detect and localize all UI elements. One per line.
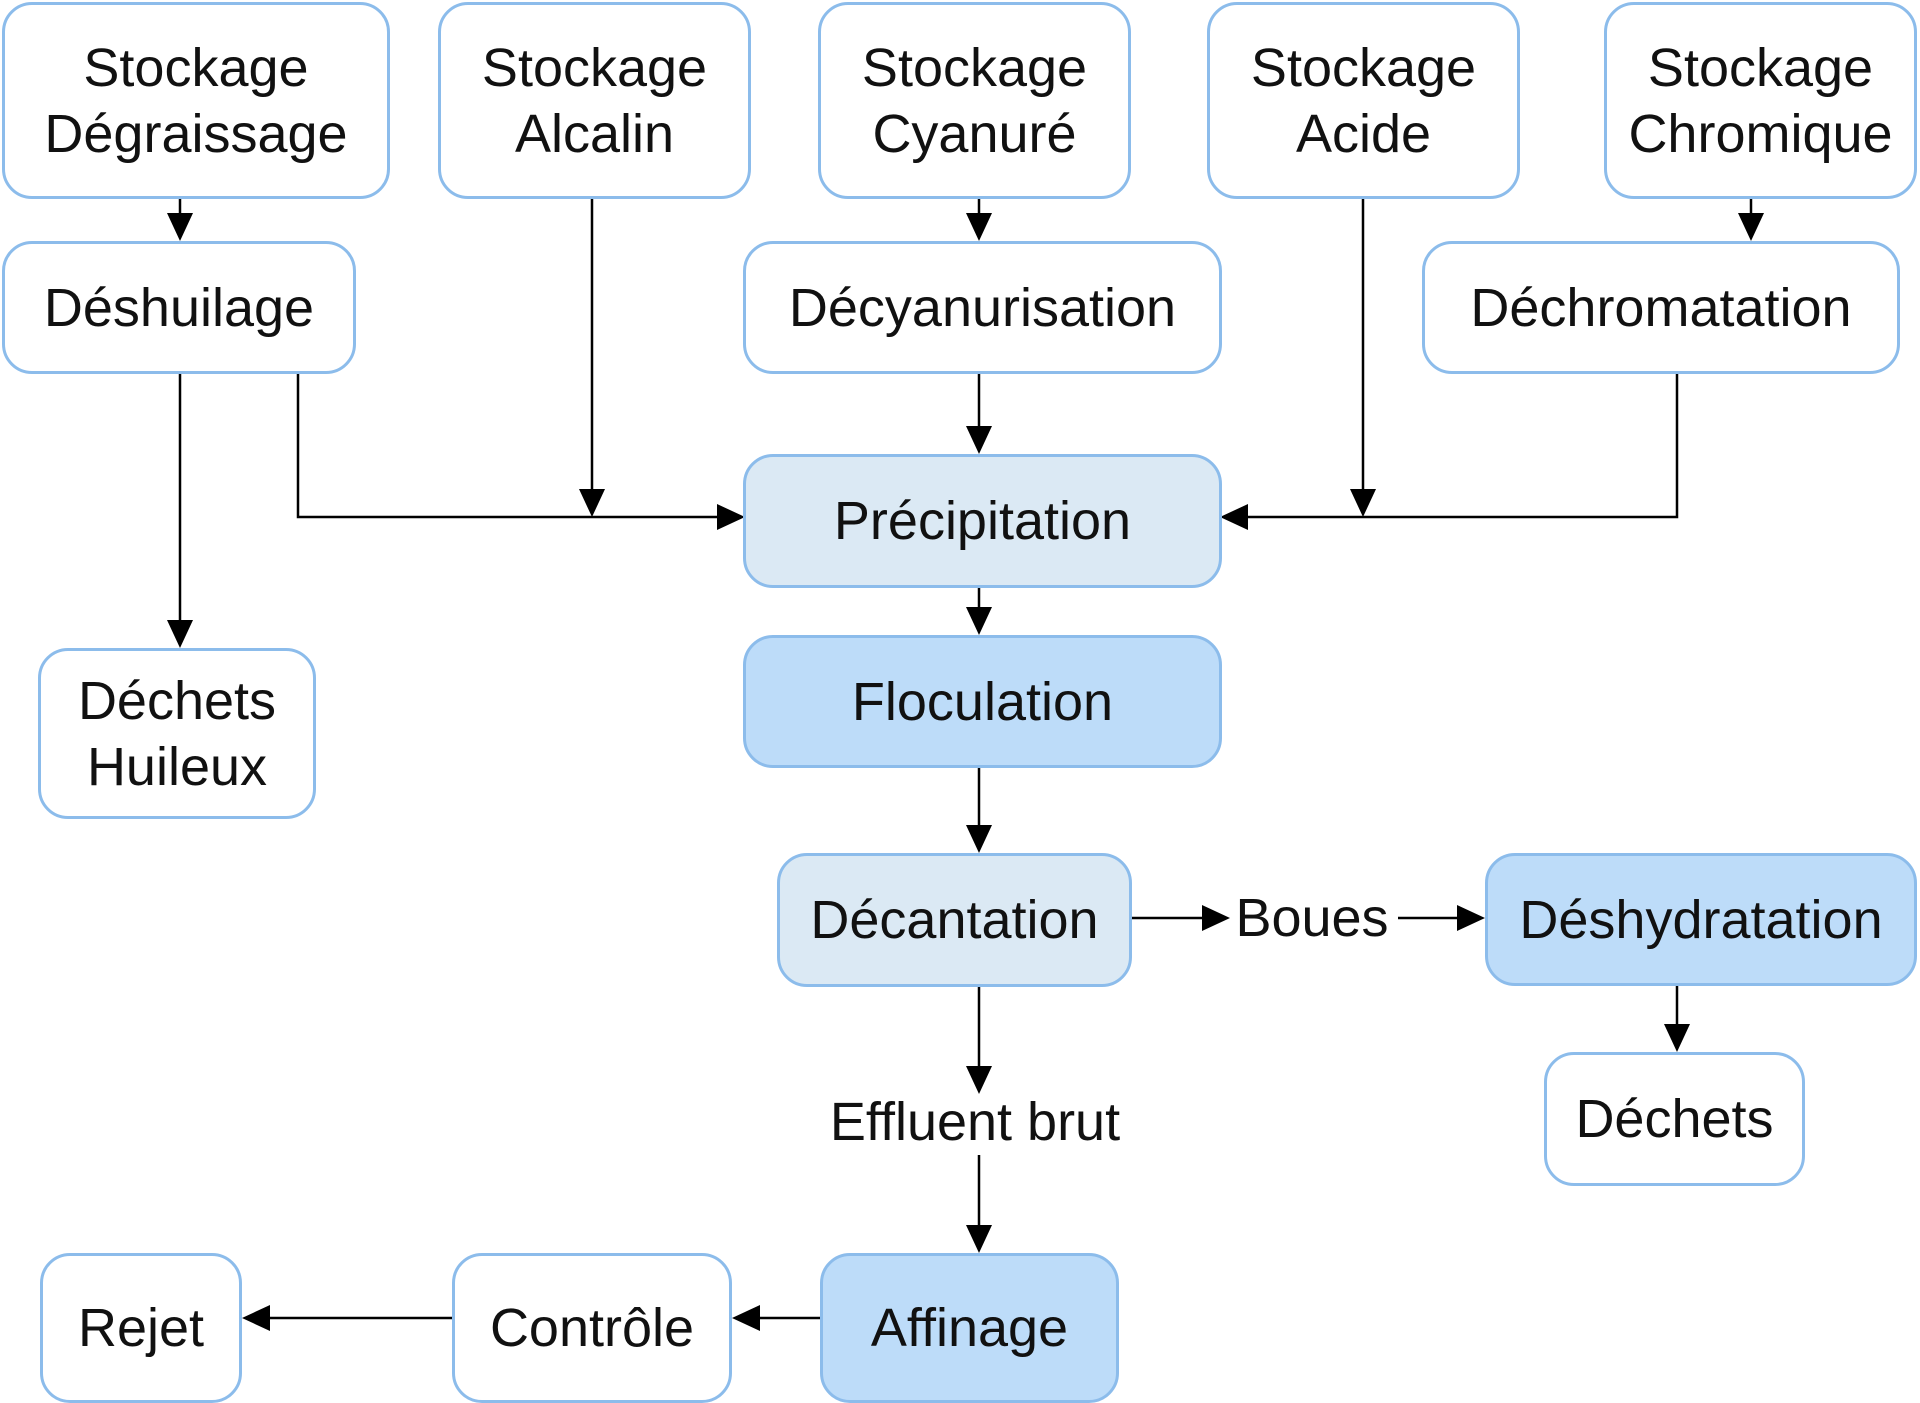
node-controle: Contrôle — [452, 1253, 732, 1403]
node-decantation: Décantation — [777, 853, 1132, 987]
edge-dechromatation-precipitation — [1248, 374, 1679, 519]
node-floculation: Floculation — [743, 635, 1222, 768]
arrowhead-acide-junction — [1350, 489, 1376, 517]
arrowhead-deshuilage — [167, 213, 193, 241]
label-boues: Boues — [1235, 888, 1389, 948]
node-dechets: Déchets — [1544, 1052, 1805, 1186]
node-stockage-acide: Stockage Acide — [1207, 2, 1520, 199]
arrowhead-precipitation-right — [1220, 504, 1248, 530]
edge-deshuilage-precipitation — [296, 374, 717, 519]
arrowhead-alcalin-junction — [579, 489, 605, 517]
arrowhead-dechets-huileux — [167, 620, 193, 648]
arrowhead-decyanurisation — [966, 213, 992, 241]
arrowhead-decantation — [966, 825, 992, 853]
node-precipitation: Précipitation — [743, 454, 1222, 588]
arrowhead-floculation — [966, 607, 992, 635]
arrowhead-boues — [1202, 905, 1230, 931]
node-dechets-huileux: Déchets Huileux — [38, 648, 316, 819]
node-rejet: Rejet — [40, 1253, 242, 1403]
arrowhead-affinage — [966, 1225, 992, 1253]
node-stockage-alcalin: Stockage Alcalin — [438, 2, 751, 199]
arrowhead-dechromatation — [1738, 213, 1764, 241]
label-effluent-brut: Effluent brut — [829, 1092, 1121, 1152]
node-stockage-cyanure: Stockage Cyanuré — [818, 2, 1131, 199]
arrowhead-rejet — [242, 1305, 270, 1331]
node-decyanurisation: Décyanurisation — [743, 241, 1222, 374]
arrowhead-dechets — [1664, 1024, 1690, 1052]
arrowhead-controle — [732, 1305, 760, 1331]
node-affinage: Affinage — [820, 1253, 1119, 1403]
node-stockage-degraissage: Stockage Dégraissage — [2, 2, 390, 199]
arrowhead-precipitation-left — [717, 504, 745, 530]
node-deshuilage: Déshuilage — [2, 241, 356, 374]
arrowhead-deshydratation — [1457, 905, 1485, 931]
node-dechromatation: Déchromatation — [1422, 241, 1900, 374]
arrowhead-effluent — [966, 1066, 992, 1094]
arrowhead-precipitation-top — [966, 426, 992, 454]
node-stockage-chromique: Stockage Chromique — [1604, 2, 1917, 199]
node-deshydratation: Déshydratation — [1485, 853, 1917, 986]
